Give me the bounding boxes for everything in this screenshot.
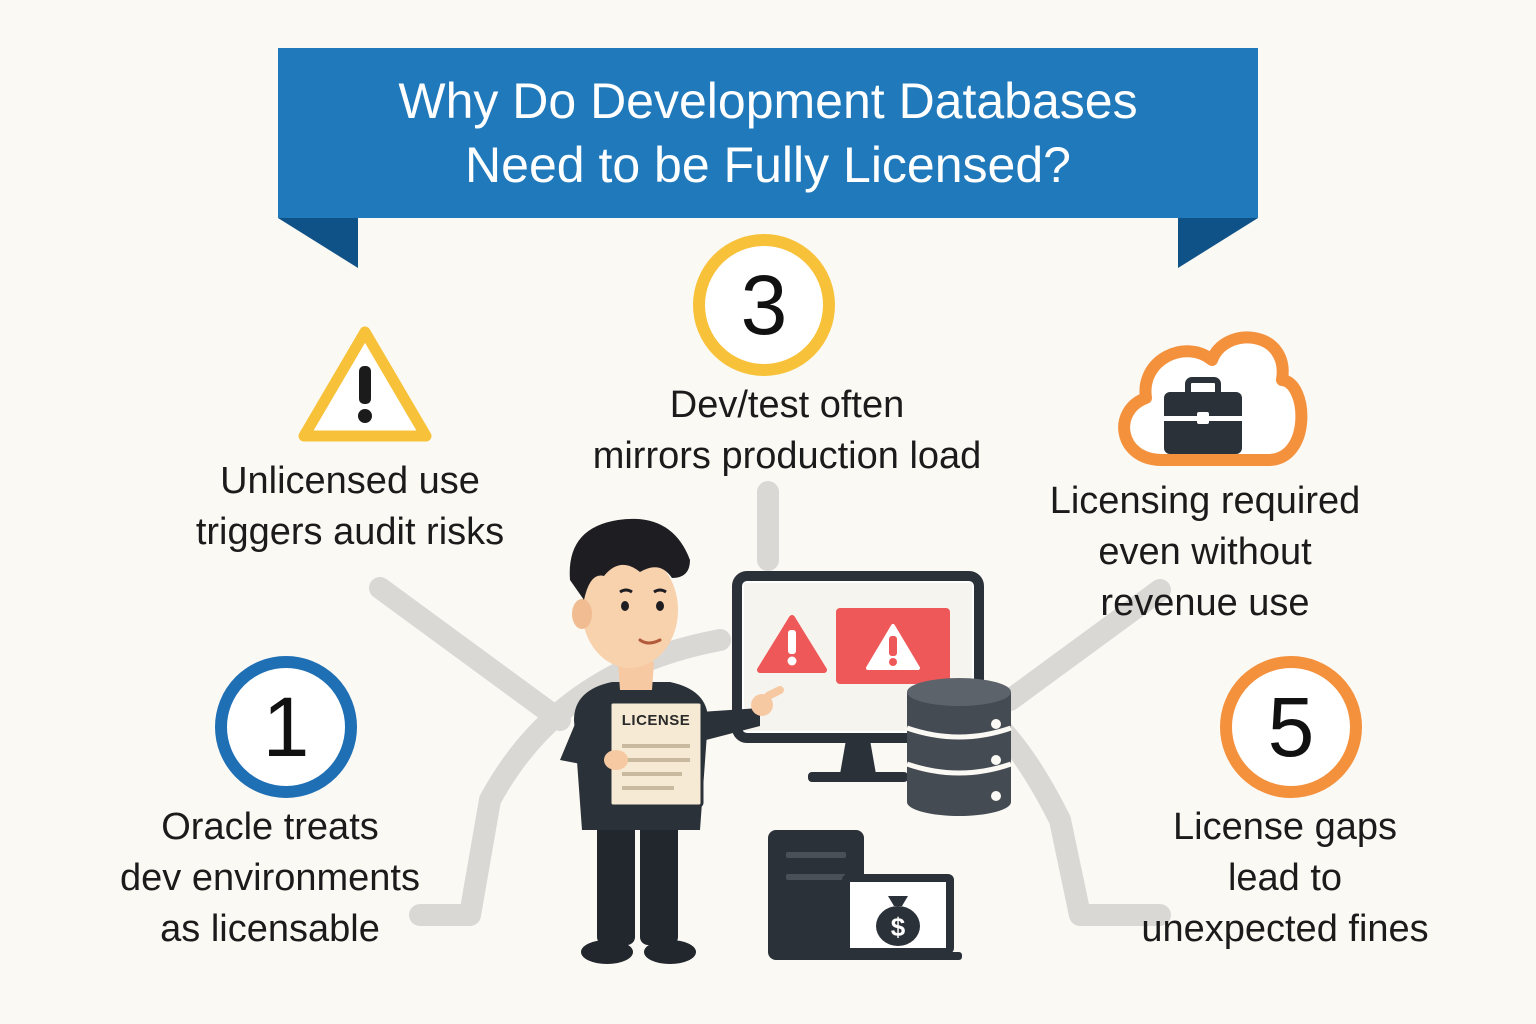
number-badge-1: 1 <box>215 656 357 798</box>
database-icon <box>906 678 1012 816</box>
title-line-1: Why Do Development Databases <box>398 73 1138 129</box>
item-1-label: Oracle treats dev environments as licens… <box>120 806 420 950</box>
connector-lines <box>369 481 1171 926</box>
number-badge-3: 3 <box>693 234 835 376</box>
banner <box>278 48 1258 218</box>
title-line-2: Need to be Fully Licensed? <box>465 137 1071 193</box>
cloud-briefcase-icon <box>1118 331 1308 466</box>
license-document-label: LICENSE <box>621 712 691 729</box>
number-badge-5: 5 <box>1220 656 1362 798</box>
server-icon <box>768 830 864 960</box>
laptop-money-icon: $ <box>834 874 962 960</box>
money-bag-icon: $ <box>876 896 920 946</box>
item-3-label: Dev/test often mirrors production load <box>592 384 982 477</box>
item-2-label: Unlicensed use triggers audit risks <box>195 460 505 553</box>
banner-tail-right <box>1178 218 1258 268</box>
person-illustration <box>560 518 784 964</box>
page-title: Why Do Development Databases Need to be … <box>278 48 1258 218</box>
svg-text:$: $ <box>891 912 906 942</box>
banner-tail-left <box>278 218 358 268</box>
item-4-label: Licensing required even without revenue … <box>1049 480 1361 624</box>
item-5-label: License gaps lead to unexpected fines <box>1141 806 1429 950</box>
warning-icon <box>298 326 432 442</box>
